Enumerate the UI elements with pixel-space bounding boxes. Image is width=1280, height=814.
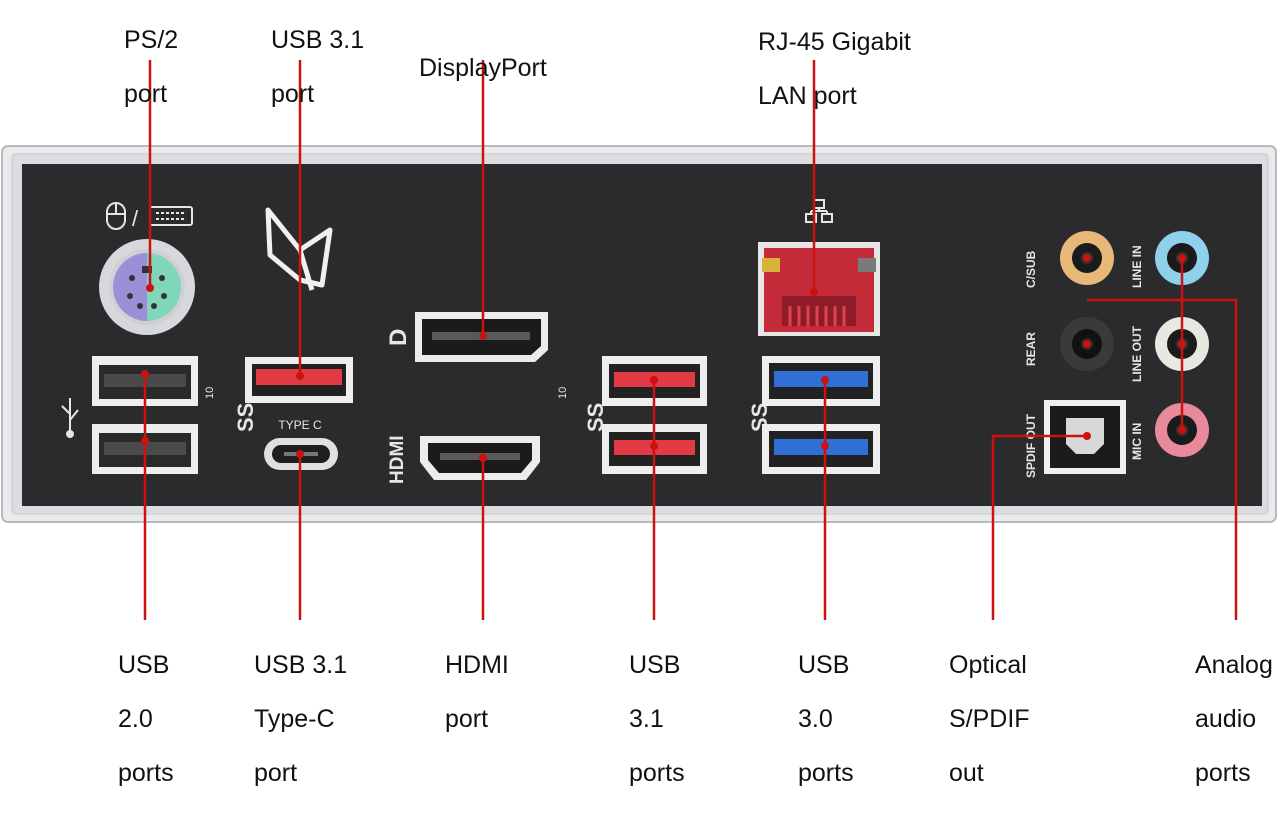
callout-label-ps2: PS/2 port xyxy=(124,0,178,135)
callout-line-spdif xyxy=(991,434,1087,620)
callout-label-usb31-bottom-line3: ports xyxy=(629,759,685,787)
callout-label-hdmi-line2: port xyxy=(445,705,489,733)
callout-label-usb31-bottom-line2: 3.1 xyxy=(629,705,664,733)
callout-label-displayport-line1: DisplayPort xyxy=(419,54,547,82)
callout-label-analog: Analog audio ports xyxy=(1195,625,1273,814)
usb-trident-icon xyxy=(61,398,79,438)
callout-label-hdmi-line1: HDMI xyxy=(445,651,509,679)
callout-label-usb31c-line2: Type-C xyxy=(254,705,335,733)
callout-label-usb31-top: USB 3.1 port xyxy=(271,0,364,135)
callout-label-usb31c: USB 3.1 Type-C port xyxy=(254,625,347,814)
callout-label-spdif: Optical S/PDIF out xyxy=(949,625,1030,814)
mic-in-label: MIC IN xyxy=(1130,423,1144,460)
callout-label-usb31-top-line1: USB 3.1 xyxy=(271,26,365,54)
callout-label-usb31c-line1: USB 3.1 xyxy=(254,651,348,679)
callout-label-usb31-bottom-line1: USB xyxy=(629,651,681,679)
callout-endpoints xyxy=(141,254,1186,462)
callout-line-analog xyxy=(1087,298,1238,620)
usb30-port-blue-bottom xyxy=(762,424,880,474)
ps2-slash: / xyxy=(132,206,139,231)
callout-label-usb20-line1: USB xyxy=(118,651,170,679)
rj45-lan-port xyxy=(758,242,880,336)
rear-label: REAR xyxy=(1024,332,1038,366)
callout-label-lan-line2: LAN port xyxy=(758,82,857,110)
callout-label-analog-line3: ports xyxy=(1195,759,1251,787)
callout-label-spdif-line1: Optical xyxy=(949,651,1027,679)
callout-label-lan: RJ-45 Gigabit LAN port xyxy=(758,2,911,137)
callout-label-usb30-line2: 3.0 xyxy=(798,705,833,733)
svg-text:SS: SS xyxy=(233,403,258,432)
callout-label-usb31-top-line2: port xyxy=(271,80,315,108)
superspeed-10-icon-left: SS 10 xyxy=(204,387,258,432)
displayport-logo-icon: D xyxy=(385,329,412,346)
spdif-out-label: SPDIF OUT xyxy=(1024,413,1038,478)
callout-label-spdif-line2: S/PDIF xyxy=(949,705,1030,733)
usb30-port-blue-top xyxy=(762,356,880,406)
line-in-label: LINE IN xyxy=(1130,245,1144,288)
rear-io-panel: / SS xyxy=(1,60,1277,620)
superspeed-10-label-left: 10 xyxy=(204,387,216,399)
callout-label-lan-line1: RJ-45 Gigabit xyxy=(758,28,911,56)
callout-label-usb30: USB 3.0 ports xyxy=(798,625,854,814)
callout-label-usb20-line2: 2.0 xyxy=(118,705,153,733)
callout-label-usb31c-line3: port xyxy=(254,759,298,787)
callout-label-ps2-line1: PS/2 xyxy=(124,26,179,54)
callout-label-analog-line2: audio xyxy=(1195,705,1257,733)
callout-label-displayport: DisplayPort xyxy=(419,28,547,109)
callout-label-usb30-line1: USB xyxy=(798,651,850,679)
callout-label-usb31-bottom: USB 3.1 ports xyxy=(629,625,685,814)
type-c-label: TYPE C xyxy=(278,418,322,432)
callout-label-usb20-line3: ports xyxy=(118,759,174,787)
callout-label-analog-line1: Analog xyxy=(1195,651,1273,679)
superspeed-10-label-right: 10 xyxy=(557,387,569,399)
callout-label-ps2-line2: port xyxy=(124,80,168,108)
mouse-icon xyxy=(106,202,126,230)
hdmi-panel-label: HDMI xyxy=(387,435,408,484)
callout-label-usb30-line3: ports xyxy=(798,759,854,787)
csub-label: C/SUB xyxy=(1024,250,1038,288)
callout-label-hdmi: HDMI port xyxy=(445,625,509,760)
line-out-label: LINE OUT xyxy=(1130,325,1144,382)
callout-lines xyxy=(143,60,1238,620)
callout-label-usb20: USB 2.0 ports xyxy=(118,625,174,814)
callout-label-spdif-line3: out xyxy=(949,759,984,787)
